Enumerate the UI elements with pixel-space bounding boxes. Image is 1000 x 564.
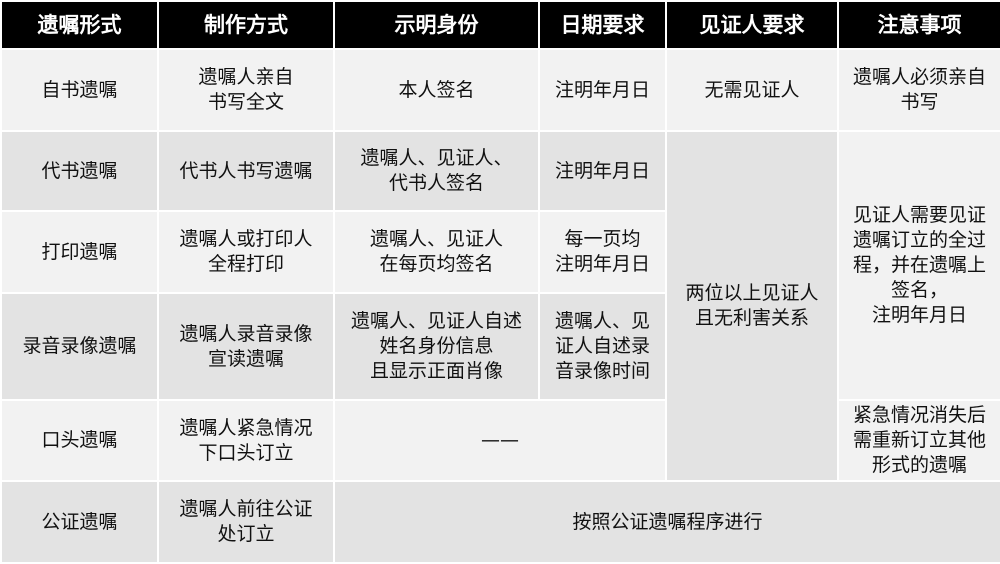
cell-notes: 遗嘱人必须亲自 书写 bbox=[837, 48, 1000, 132]
cell-witness: 无需见证人 bbox=[665, 48, 839, 132]
cell-form: 打印遗嘱 bbox=[0, 210, 159, 294]
header-identity: 示明身份 bbox=[333, 0, 540, 50]
table-row: 代书遗嘱 代书人书写遗嘱 遗嘱人、见证人、 代书人签名 注明年月日 两位以上见证… bbox=[0, 130, 1000, 482]
cell-identity: 本人签名 bbox=[333, 48, 540, 132]
cell-date: 每一页均 注明年月日 bbox=[538, 210, 667, 294]
cell-shared-witness: 两位以上见证人 且无利害关系 bbox=[665, 130, 839, 482]
cell-form: 录音录像遗嘱 bbox=[0, 292, 159, 401]
cell-identity: 遗嘱人、见证人自述 姓名身份信息 且显示正面肖像 bbox=[333, 292, 540, 401]
header-notes: 注意事项 bbox=[837, 0, 1000, 50]
header-witness: 见证人要求 bbox=[665, 0, 839, 50]
cell-merged-procedure: 按照公证遗嘱程序进行 bbox=[333, 480, 1000, 564]
cell-form: 公证遗嘱 bbox=[0, 480, 159, 564]
header-will-form: 遗嘱形式 bbox=[0, 0, 159, 50]
table-row: 自书遗嘱 遗嘱人亲自 书写全文 本人签名 注明年月日 无需见证人 遗嘱人必须亲自… bbox=[0, 48, 1000, 132]
header-date: 日期要求 bbox=[538, 0, 667, 50]
cell-method: 遗嘱人前往公证 处订立 bbox=[157, 480, 335, 564]
cell-date: 遗嘱人、见 证人自述录 音录像时间 bbox=[538, 292, 667, 401]
cell-method: 遗嘱人录音录像 宣读遗嘱 bbox=[157, 292, 335, 401]
cell-shared-notes: 见证人需要见证 遗嘱订立的全过 程，并在遗嘱上 签名， 注明年月日 bbox=[837, 130, 1000, 401]
cell-method: 遗嘱人亲自 书写全文 bbox=[157, 48, 335, 132]
cell-identity: 遗嘱人、见证人、 代书人签名 bbox=[333, 130, 540, 212]
cell-date: 注明年月日 bbox=[538, 130, 667, 212]
cell-method: 遗嘱人紧急情况 下口头订立 bbox=[157, 399, 335, 482]
cell-identity-date: —— bbox=[333, 399, 667, 482]
header-method: 制作方式 bbox=[157, 0, 335, 50]
cell-method: 遗嘱人或打印人 全程打印 bbox=[157, 210, 335, 294]
cell-identity: 遗嘱人、见证人 在每页均签名 bbox=[333, 210, 540, 294]
cell-notes: 紧急情况消失后 需重新订立其他 形式的遗嘱 bbox=[837, 399, 1000, 482]
cell-form: 口头遗嘱 bbox=[0, 399, 159, 482]
table-row: 口头遗嘱 遗嘱人紧急情况 下口头订立 —— 紧急情况消失后 需重新订立其他 形式… bbox=[0, 399, 1000, 482]
table-row: 公证遗嘱 遗嘱人前往公证 处订立 按照公证遗嘱程序进行 bbox=[0, 480, 1000, 564]
cell-form: 代书遗嘱 bbox=[0, 130, 159, 212]
header-row: 遗嘱形式 制作方式 示明身份 日期要求 见证人要求 注意事项 bbox=[0, 0, 1000, 50]
cell-method: 代书人书写遗嘱 bbox=[157, 130, 335, 212]
cell-form: 自书遗嘱 bbox=[0, 48, 159, 132]
cell-date: 注明年月日 bbox=[538, 48, 667, 132]
